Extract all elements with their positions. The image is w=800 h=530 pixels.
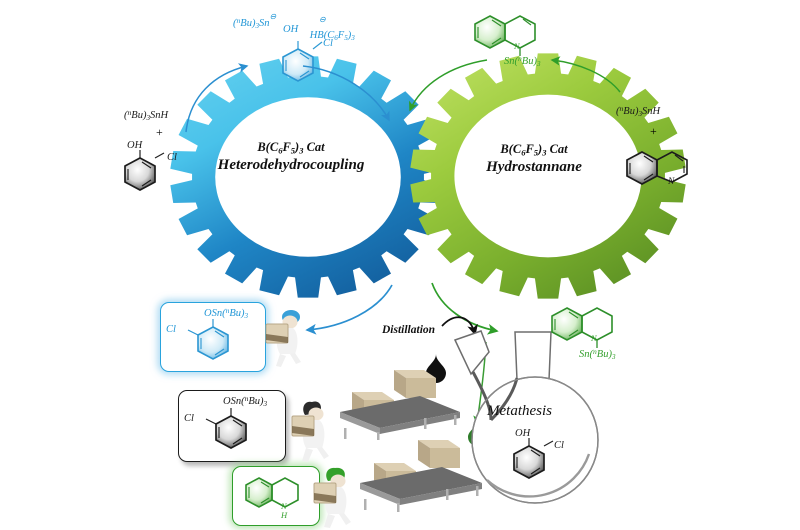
flask-hydroxyl-label: OH: [515, 428, 531, 439]
blue-gear: [168, 55, 448, 300]
blue-box-osn-label: OSn(nBu)3: [204, 306, 249, 321]
arrow-blue-bottom: [305, 284, 393, 335]
green-product-nitrogen-label: N: [591, 333, 597, 343]
left-plus-sign: +: [156, 125, 163, 139]
blue-catalyst-label: B(C6F5)3 Cat: [257, 140, 325, 156]
conveyor-belt-2: [360, 440, 482, 512]
right-quinoline-ring: [626, 151, 688, 185]
blue-box-chloro-label: Cl: [166, 324, 176, 335]
chloro-label-blue: Cl: [323, 38, 333, 49]
green-gear-label: B(C6F5)3 Cat Hydrostannane: [444, 142, 624, 177]
worker-dark-hair: [291, 401, 329, 462]
green-catalyst-label: B(C6F5)3 Cat: [500, 142, 568, 158]
blue-box-ring: [187, 319, 229, 360]
arrow-distillation: [441, 316, 478, 336]
arrow-green-top-right: [550, 56, 621, 93]
left-hydroxyl-label: OH: [127, 140, 143, 151]
blue-intermediate-structure: (nBu)3Sn⊖ OH ⊖HB(C6F5)3 Cl: [228, 4, 418, 82]
distillation-label: Distillation: [382, 324, 436, 336]
worker-blue-cap: [265, 310, 301, 367]
blue-gear-label: B(C6F5)3 Cat Heterodehydrocoupling: [196, 140, 386, 175]
flask-caption: Metathesis: [487, 403, 552, 419]
left-reactants: (nBu)3SnH + OH Cl: [110, 108, 210, 203]
black-box-chloro-label: Cl: [184, 413, 194, 424]
green-box-nitrogen-label: N: [281, 501, 287, 511]
borate-anion-label: ⊖HB(C6F5)3: [309, 15, 355, 43]
green-thq-ring: [551, 307, 613, 348]
black-box-ring: [205, 408, 247, 449]
green-quinoline-ring: [474, 15, 536, 56]
conveyor-box-1: [394, 370, 436, 398]
green-box-thq-ring: [245, 477, 299, 508]
blue-benzene-ring: [282, 41, 323, 82]
black-product-box: OSn(nBu)3 Cl: [178, 390, 286, 462]
black-box-osn-label: OSn(nBu)3: [223, 394, 268, 409]
green-stannyl-product: N Sn(nBu)3: [545, 300, 685, 380]
arrow-green-bottom: [431, 282, 499, 335]
green-gear: [408, 52, 688, 300]
left-benzene-ring: [124, 150, 165, 191]
hydroxyl-label-blue: OH: [283, 24, 299, 35]
green-box-hydrogen-label: H: [281, 510, 288, 520]
stannyl-cation-label: (nBu)3Sn⊖: [233, 12, 277, 31]
right-nitrogen-label: N: [668, 177, 675, 187]
blue-product-box: OSn(nBu)3 Cl: [160, 302, 266, 372]
flask-contents-molecule: OH Cl: [505, 428, 595, 498]
green-intermediate-structure: N Sn(nBu)3: [468, 8, 628, 88]
arrow-blue-top-left: [185, 63, 249, 133]
stannyl-label-green-top: Sn(nBu)3: [504, 54, 541, 69]
left-stannane-label: (nBu)3SnH: [124, 108, 169, 123]
arrow-green-top-left: [409, 59, 488, 112]
green-product-box: N H: [232, 466, 320, 526]
flask-benzene-ring: [513, 438, 554, 479]
arrow-blue-top-right: [302, 65, 390, 122]
flask-chloro-label: Cl: [554, 440, 564, 451]
right-stannane-label: (nBu)3SnH: [616, 104, 661, 119]
green-process-label: Hydrostannane: [486, 159, 582, 175]
conveyor-belt-1: [340, 370, 460, 440]
worker-green-cap: [313, 467, 351, 528]
right-plus-sign: +: [650, 124, 657, 138]
blue-process-label: Heterodehydrocoupling: [217, 157, 365, 173]
right-reactants: (nBu)3SnH + N: [614, 104, 724, 204]
left-chloro-label: Cl: [167, 152, 177, 163]
two-neck-flask: [453, 330, 599, 504]
nitrogen-label-green-top: N: [514, 41, 520, 51]
conveyor-box-3: [418, 440, 460, 468]
green-product-stannyl-label: Sn(nBu)3: [579, 347, 616, 362]
